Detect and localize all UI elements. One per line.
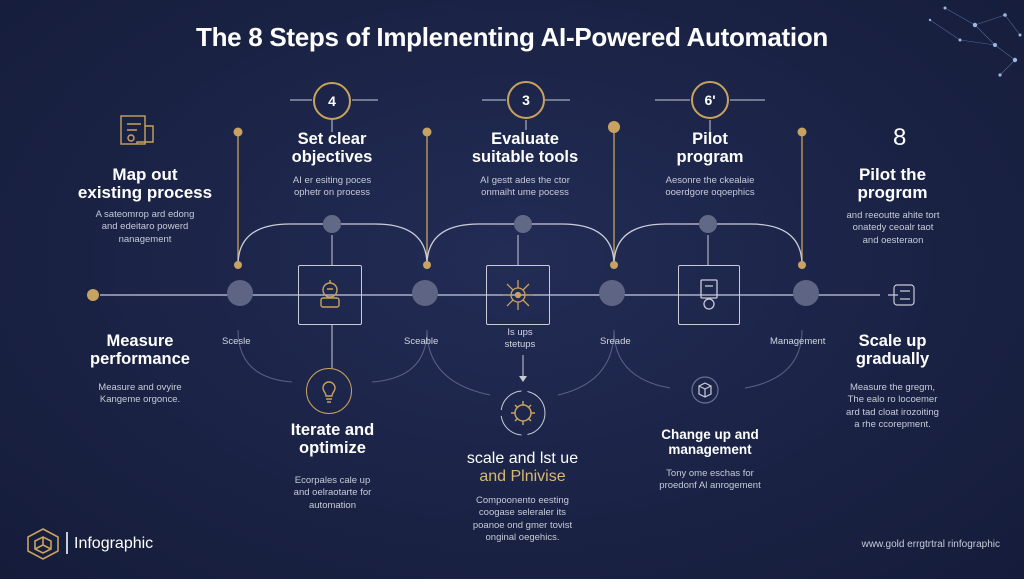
page-title: The 8 Steps of Implenenting AI-Powered A… [196, 22, 828, 52]
gear-icon [497, 387, 549, 439]
node-label-4: Management [770, 336, 826, 347]
step-number-circle: 6' [691, 81, 729, 119]
node-label-3: Sreade [600, 336, 631, 347]
footer-divider [66, 532, 68, 554]
arc-node-2 [514, 215, 532, 233]
arc-node-1 [323, 215, 341, 233]
robot-icon-box [298, 265, 362, 325]
device-icon [700, 279, 718, 310]
network-hub-icon-box [486, 265, 550, 325]
arc-node-3 [699, 215, 717, 233]
robot-icon [320, 280, 340, 308]
step-title-scale-and-use: scale and lst ue and Plnivise [466, 450, 579, 486]
network-decoration [929, 7, 1021, 76]
network-hub-icon [503, 280, 533, 310]
footer-url: www.gold errgtrtral rinfographic [861, 539, 1000, 550]
hexagon-logo-icon [25, 527, 61, 561]
step-number-circle: 3 [507, 81, 545, 119]
lightbulb-icon-circle [306, 368, 352, 414]
step-number-plain: 8 [893, 124, 907, 151]
node-label-1: Scesle [222, 336, 251, 347]
step-number-circle: 4 [313, 82, 351, 120]
footer-brand: Infographic [74, 535, 154, 552]
cube-icon [690, 375, 720, 405]
node-label-2: Sceable [404, 336, 439, 347]
pipeline-icon [886, 281, 920, 309]
device-icon-box [678, 265, 740, 325]
process-map-icon [115, 112, 159, 156]
lightbulb-icon [322, 381, 336, 403]
